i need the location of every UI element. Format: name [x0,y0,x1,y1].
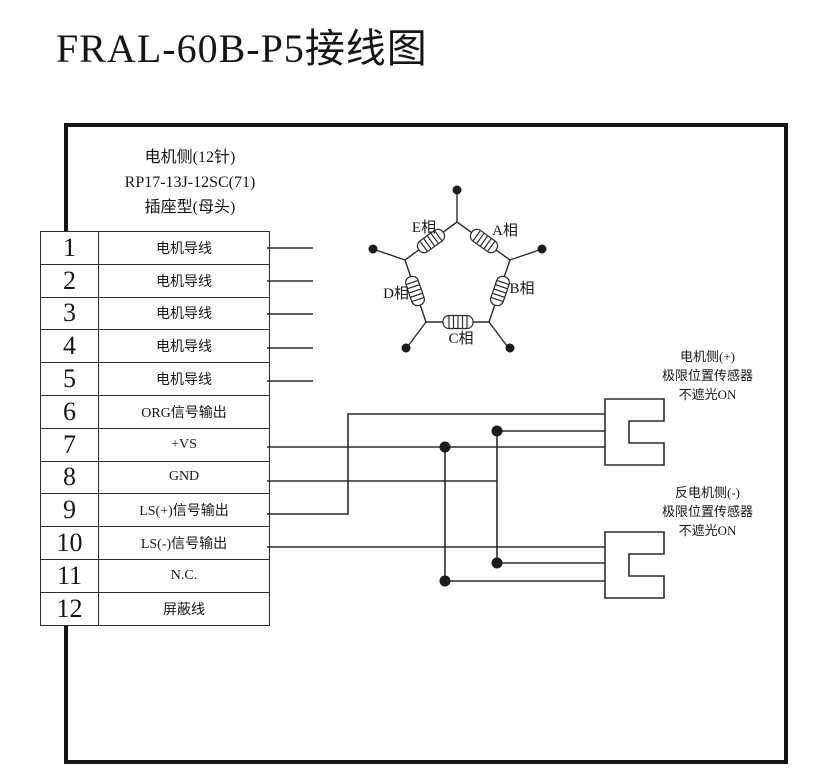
pin-label: 电机导线 [98,362,270,396]
sensor-label-line: 反电机侧(-) [675,485,740,500]
pin-label: 电机导线 [98,296,270,331]
pin-label: N.C. [98,558,270,593]
pin-label: 电机导线 [98,263,270,298]
pin-label: 电机导线 [98,329,270,364]
pin-label: 屏蔽线 [98,591,270,626]
connector-header-line: 插座型(母头) [144,199,236,216]
sensor-label-line: 极限位置传感器 [661,368,753,383]
pin-number: 3 [40,296,99,331]
connector-header-line: 电机侧(12针) [144,149,236,166]
sensor-label-line: 不遮光ON [678,523,737,538]
pin-number: 8 [40,460,99,495]
pin-label: GND [98,460,270,495]
pin-label: LS(+)信号输出 [98,493,270,528]
sensor-label-line: 电机侧(+) [680,349,735,364]
limit-sensor-minus-label: 反电机侧(-) 极限位置传感器 不遮光ON [640,483,775,540]
pin-number: 1 [40,231,99,265]
pin-number: 4 [40,329,99,364]
connector-header-line: RP17-13J-12SC(71) [124,174,256,191]
limit-sensor-plus-label: 电机侧(+) 极限位置传感器 不遮光ON [640,347,775,404]
pin-number: 7 [40,427,99,462]
connector-header: 电机侧(12针) RP17-13J-12SC(71) 插座型(母头) [95,145,285,220]
page-title: FRAL-60B-P5接线图 [56,26,428,71]
pin-number: 6 [40,394,99,429]
pin-number: 9 [40,493,99,528]
sensor-label-line: 不遮光ON [678,387,737,402]
pin-row: 7+VS [40,427,270,462]
pin-label: 电机导线 [98,231,270,265]
pin-number: 2 [40,263,99,298]
pin-number: 11 [40,558,99,593]
pin-number: 10 [40,526,99,560]
pin-label: LS(-)信号输出 [98,526,270,560]
pin-number: 12 [40,591,99,626]
pin-number: 5 [40,362,99,396]
sensor-label-line: 极限位置传感器 [661,504,753,519]
pin-label: ORG信号输出 [98,394,270,429]
pin-label: +VS [98,427,270,462]
